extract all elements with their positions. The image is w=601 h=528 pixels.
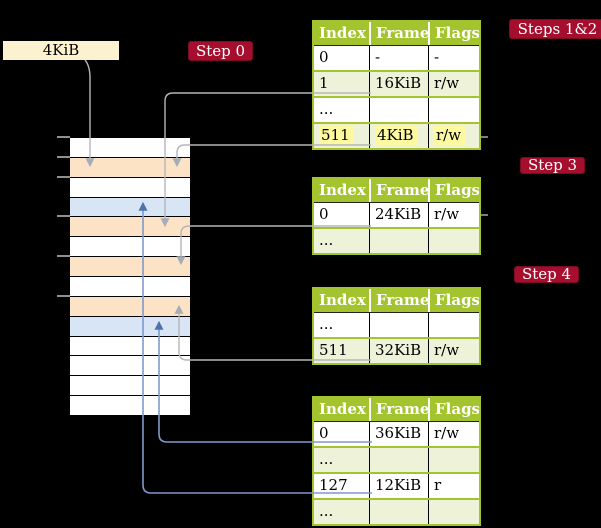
memory-tick <box>57 215 70 217</box>
table-row: ... <box>314 96 479 122</box>
index-cell: 0 <box>319 48 329 66</box>
frame-cell: 16KiB <box>369 72 428 96</box>
table-header-row: Index Frame Flags <box>314 22 479 46</box>
memory-row <box>70 355 190 376</box>
flags-cell <box>428 313 479 337</box>
badge-step-3: Step 3 <box>520 157 586 174</box>
memory-row <box>70 375 190 396</box>
table-row: ... <box>314 446 479 472</box>
index-cell: ... <box>319 502 334 520</box>
frame-cell: 4KiB <box>369 124 428 148</box>
frame-cell <box>369 500 428 524</box>
memory-column <box>70 137 190 416</box>
flags-cell: r/w <box>428 72 479 96</box>
flags-cell: r/w <box>428 124 479 148</box>
frame-cell <box>369 98 428 122</box>
table-row: 511 32KiB r/w <box>314 337 479 363</box>
badge-step-0: Step 0 <box>188 41 254 61</box>
flags-cell <box>428 448 479 472</box>
page-table-3: Index Frame Flags ... 511 32KiB r/w <box>312 287 481 365</box>
flags-cell: - <box>428 46 479 70</box>
index-cell: 511 <box>314 124 369 148</box>
frame-cell: 32KiB <box>369 339 428 363</box>
column-header-frame: Frame <box>369 398 428 421</box>
memory-row <box>70 335 190 356</box>
table-row: ... <box>314 227 479 253</box>
frame-cell: - <box>369 46 428 70</box>
page-table-2: Index Frame Flags 0 24KiB r/w ... <box>312 177 481 255</box>
column-header-index: Index <box>314 22 369 45</box>
index-cell: ... <box>319 450 334 468</box>
memory-row <box>70 176 190 197</box>
frame-cell <box>369 313 428 337</box>
table-row-highlighted: 511 4KiB r/w <box>314 122 479 148</box>
memory-row <box>70 256 190 277</box>
memory-row <box>70 137 190 157</box>
table-row: 1 16KiB r/w <box>314 70 479 96</box>
table-row: ... <box>314 498 479 524</box>
badge-step-4: Step 4 <box>514 266 580 283</box>
table-row: 127 12KiB r <box>314 472 479 498</box>
frame-cell: 12KiB <box>369 474 428 498</box>
frame-cell <box>369 448 428 472</box>
flags-cell: r/w <box>428 339 479 363</box>
column-header-frame: Frame <box>369 289 428 312</box>
table-row: 0 36KiB r/w <box>314 422 479 446</box>
flags-cell <box>428 98 479 122</box>
index-cell: 1 <box>319 74 329 92</box>
frame-cell: 24KiB <box>369 203 428 227</box>
memory-row <box>70 236 190 257</box>
table-header-row: Index Frame Flags <box>314 179 479 203</box>
flags-cell: r/w <box>428 422 479 446</box>
memory-row <box>70 216 190 237</box>
page-table-4: Index Frame Flags 0 36KiB r/w ... 127 12… <box>312 396 481 526</box>
frame-cell <box>369 229 428 253</box>
badge-steps-1-2: Steps 1&2 <box>509 19 601 39</box>
index-cell: 0 <box>319 424 329 442</box>
memory-tick <box>57 156 70 158</box>
flags-cell: r/w <box>428 203 479 227</box>
legend-4kib-box: 4KiB <box>3 41 119 60</box>
memory-tick <box>57 136 70 138</box>
table-row: 0 - - <box>314 46 479 70</box>
flags-cell <box>428 500 479 524</box>
index-cell: ... <box>319 231 334 249</box>
index-cell: ... <box>319 315 334 333</box>
table-header-row: Index Frame Flags <box>314 289 479 313</box>
table-row: 0 24KiB r/w <box>314 203 479 227</box>
column-header-frame: Frame <box>369 179 428 202</box>
flags-cell <box>428 229 479 253</box>
table-row: ... <box>314 313 479 337</box>
column-header-flags: Flags <box>428 398 479 421</box>
column-header-frame: Frame <box>369 22 428 45</box>
memory-row <box>70 276 190 296</box>
index-cell: ... <box>319 100 334 118</box>
column-header-flags: Flags <box>428 179 479 202</box>
index-cell: 0 <box>319 205 329 223</box>
index-cell: 511 <box>319 341 348 359</box>
table-header-row: Index Frame Flags <box>314 398 479 422</box>
memory-row <box>70 295 190 316</box>
memory-row <box>70 315 190 336</box>
frame-cell: 36KiB <box>369 422 428 446</box>
memory-row <box>70 395 190 416</box>
flags-cell: r <box>428 474 479 498</box>
memory-row <box>70 196 190 217</box>
memory-tick <box>57 255 70 257</box>
column-header-index: Index <box>314 289 369 312</box>
memory-tick <box>57 176 70 178</box>
column-header-index: Index <box>314 398 369 421</box>
page-table-1: Index Frame Flags 0 - - 1 16KiB r/w ... … <box>312 20 481 150</box>
memory-row <box>70 156 190 177</box>
column-header-flags: Flags <box>428 289 479 312</box>
memory-tick <box>57 295 70 297</box>
column-header-flags: Flags <box>428 22 479 45</box>
column-header-index: Index <box>314 179 369 202</box>
index-cell: 127 <box>319 476 348 494</box>
